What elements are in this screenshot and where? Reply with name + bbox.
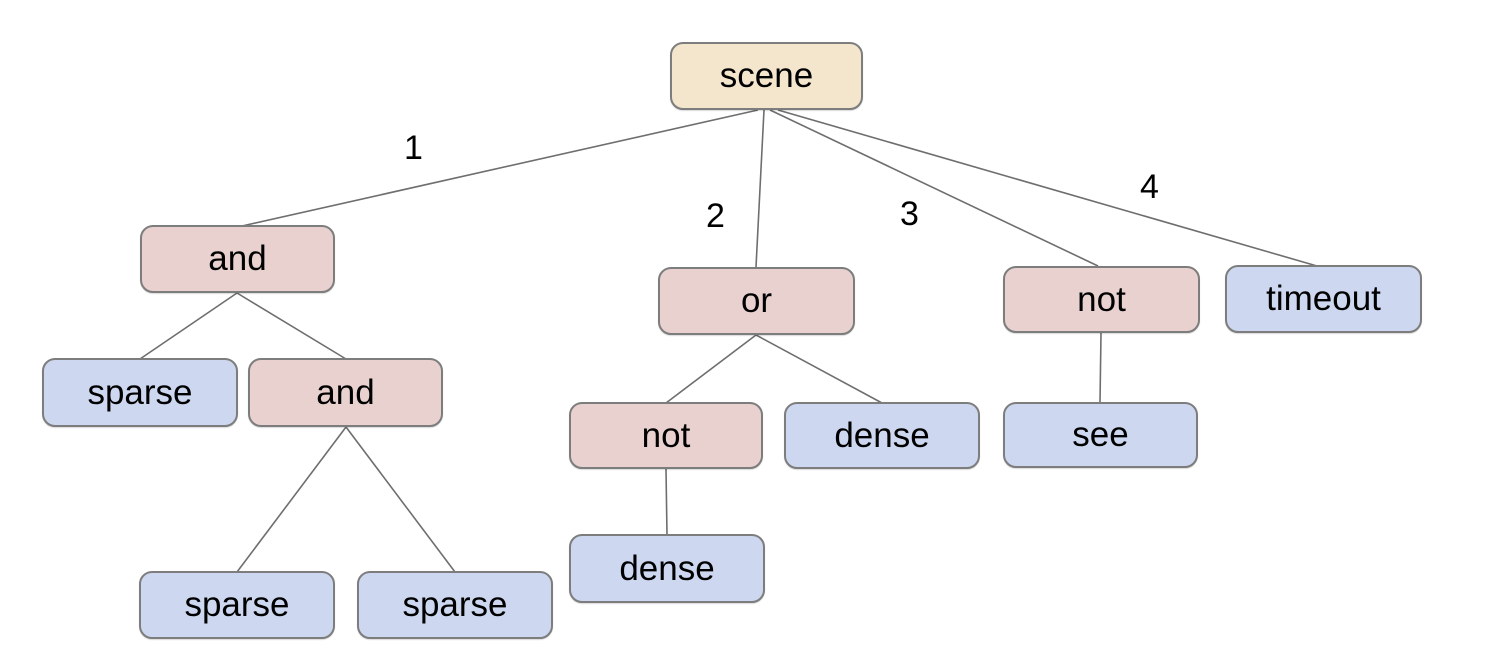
node-not-2: not <box>569 402 763 469</box>
node-or-1: or <box>658 267 855 335</box>
edge-and2-sparse3 <box>345 426 456 573</box>
edge-scene-timeout <box>777 109 1318 267</box>
node-not-1: not <box>1003 266 1200 333</box>
edge-label-1: 1 <box>404 129 423 167</box>
node-sparse-3: sparse <box>357 571 553 639</box>
node-timeout: timeout <box>1225 265 1422 333</box>
edge-or-dense <box>755 334 883 404</box>
node-see: see <box>1003 402 1198 468</box>
edge-and2-sparse2 <box>236 426 347 573</box>
edge-not-see <box>1099 332 1102 404</box>
edge-scene-not <box>769 109 1099 267</box>
edge-and-and <box>236 292 347 360</box>
node-and-1: and <box>140 225 335 293</box>
node-sparse-2: sparse <box>139 571 335 639</box>
edge-label-2: 2 <box>706 197 725 235</box>
edge-not2-dense2 <box>665 468 668 536</box>
edge-or-not2 <box>665 334 757 404</box>
edge-label-4: 4 <box>1140 168 1159 206</box>
node-sparse-1: sparse <box>42 358 238 427</box>
edge-label-3: 3 <box>900 195 919 233</box>
node-dense-2: dense <box>569 534 765 603</box>
node-and-2: and <box>248 358 443 427</box>
node-dense-1: dense <box>784 402 980 469</box>
edge-scene-or <box>755 109 765 268</box>
node-scene: scene <box>670 42 863 110</box>
edge-and-sparse <box>139 292 238 360</box>
edge-scene-and <box>241 109 759 227</box>
